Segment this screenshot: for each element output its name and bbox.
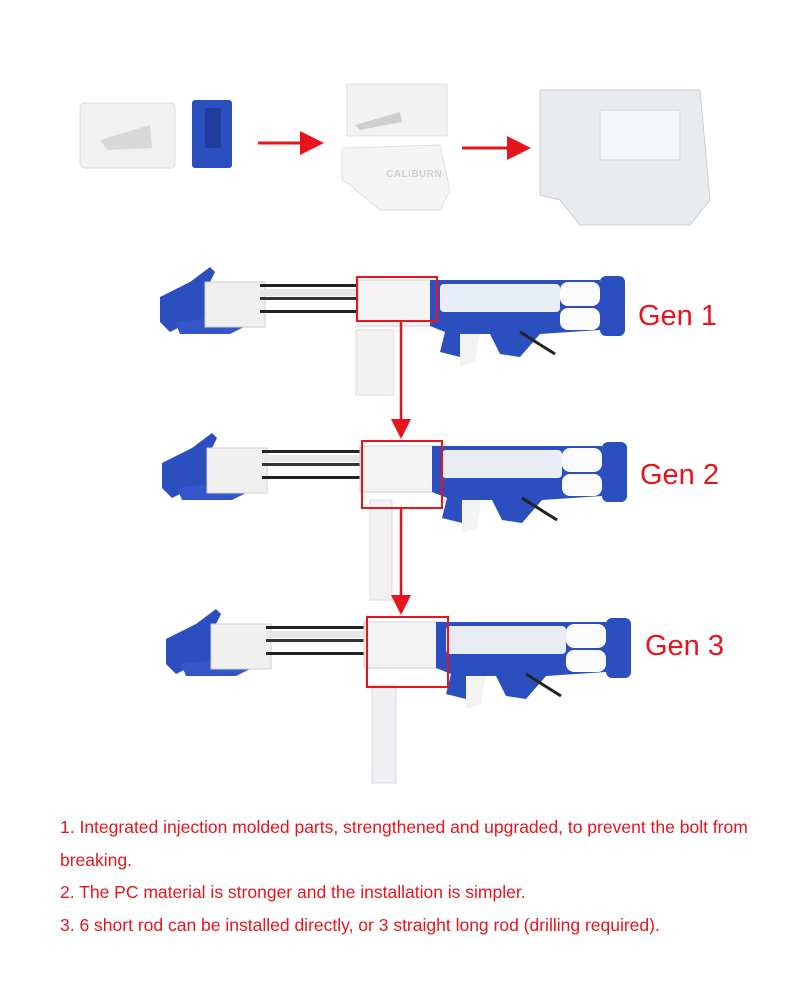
- gen-2-label: Gen 2: [640, 459, 719, 491]
- embossed-brand-text: CALIBURN: [386, 169, 442, 180]
- gen-1-label: Gen 1: [638, 300, 717, 332]
- highlight-box-gen-1: [356, 276, 438, 322]
- note-1: 1. Integrated injection molded parts, st…: [60, 817, 748, 870]
- magazine-gen-2: [369, 499, 393, 601]
- blaster-gen-3: [164, 607, 633, 711]
- magazine-gen-3: [371, 684, 397, 784]
- gen-3-label: Gen 3: [645, 630, 724, 662]
- highlight-box-gen-3: [366, 616, 449, 688]
- magazine-gen-1: [355, 329, 395, 396]
- feature-notes: 1. Integrated injection molded parts, st…: [60, 811, 780, 941]
- bolt-parts-white: CALIBURN: [341, 83, 451, 211]
- note-2: 2. The PC material is stronger and the i…: [60, 882, 526, 902]
- stock-part-white: [79, 102, 176, 169]
- blaster-gen-2: [160, 431, 629, 535]
- bolt-part-clear-pc: [539, 89, 711, 226]
- stock-part-blue: [192, 100, 232, 168]
- note-3: 3. 6 short rod can be installed directly…: [60, 914, 660, 935]
